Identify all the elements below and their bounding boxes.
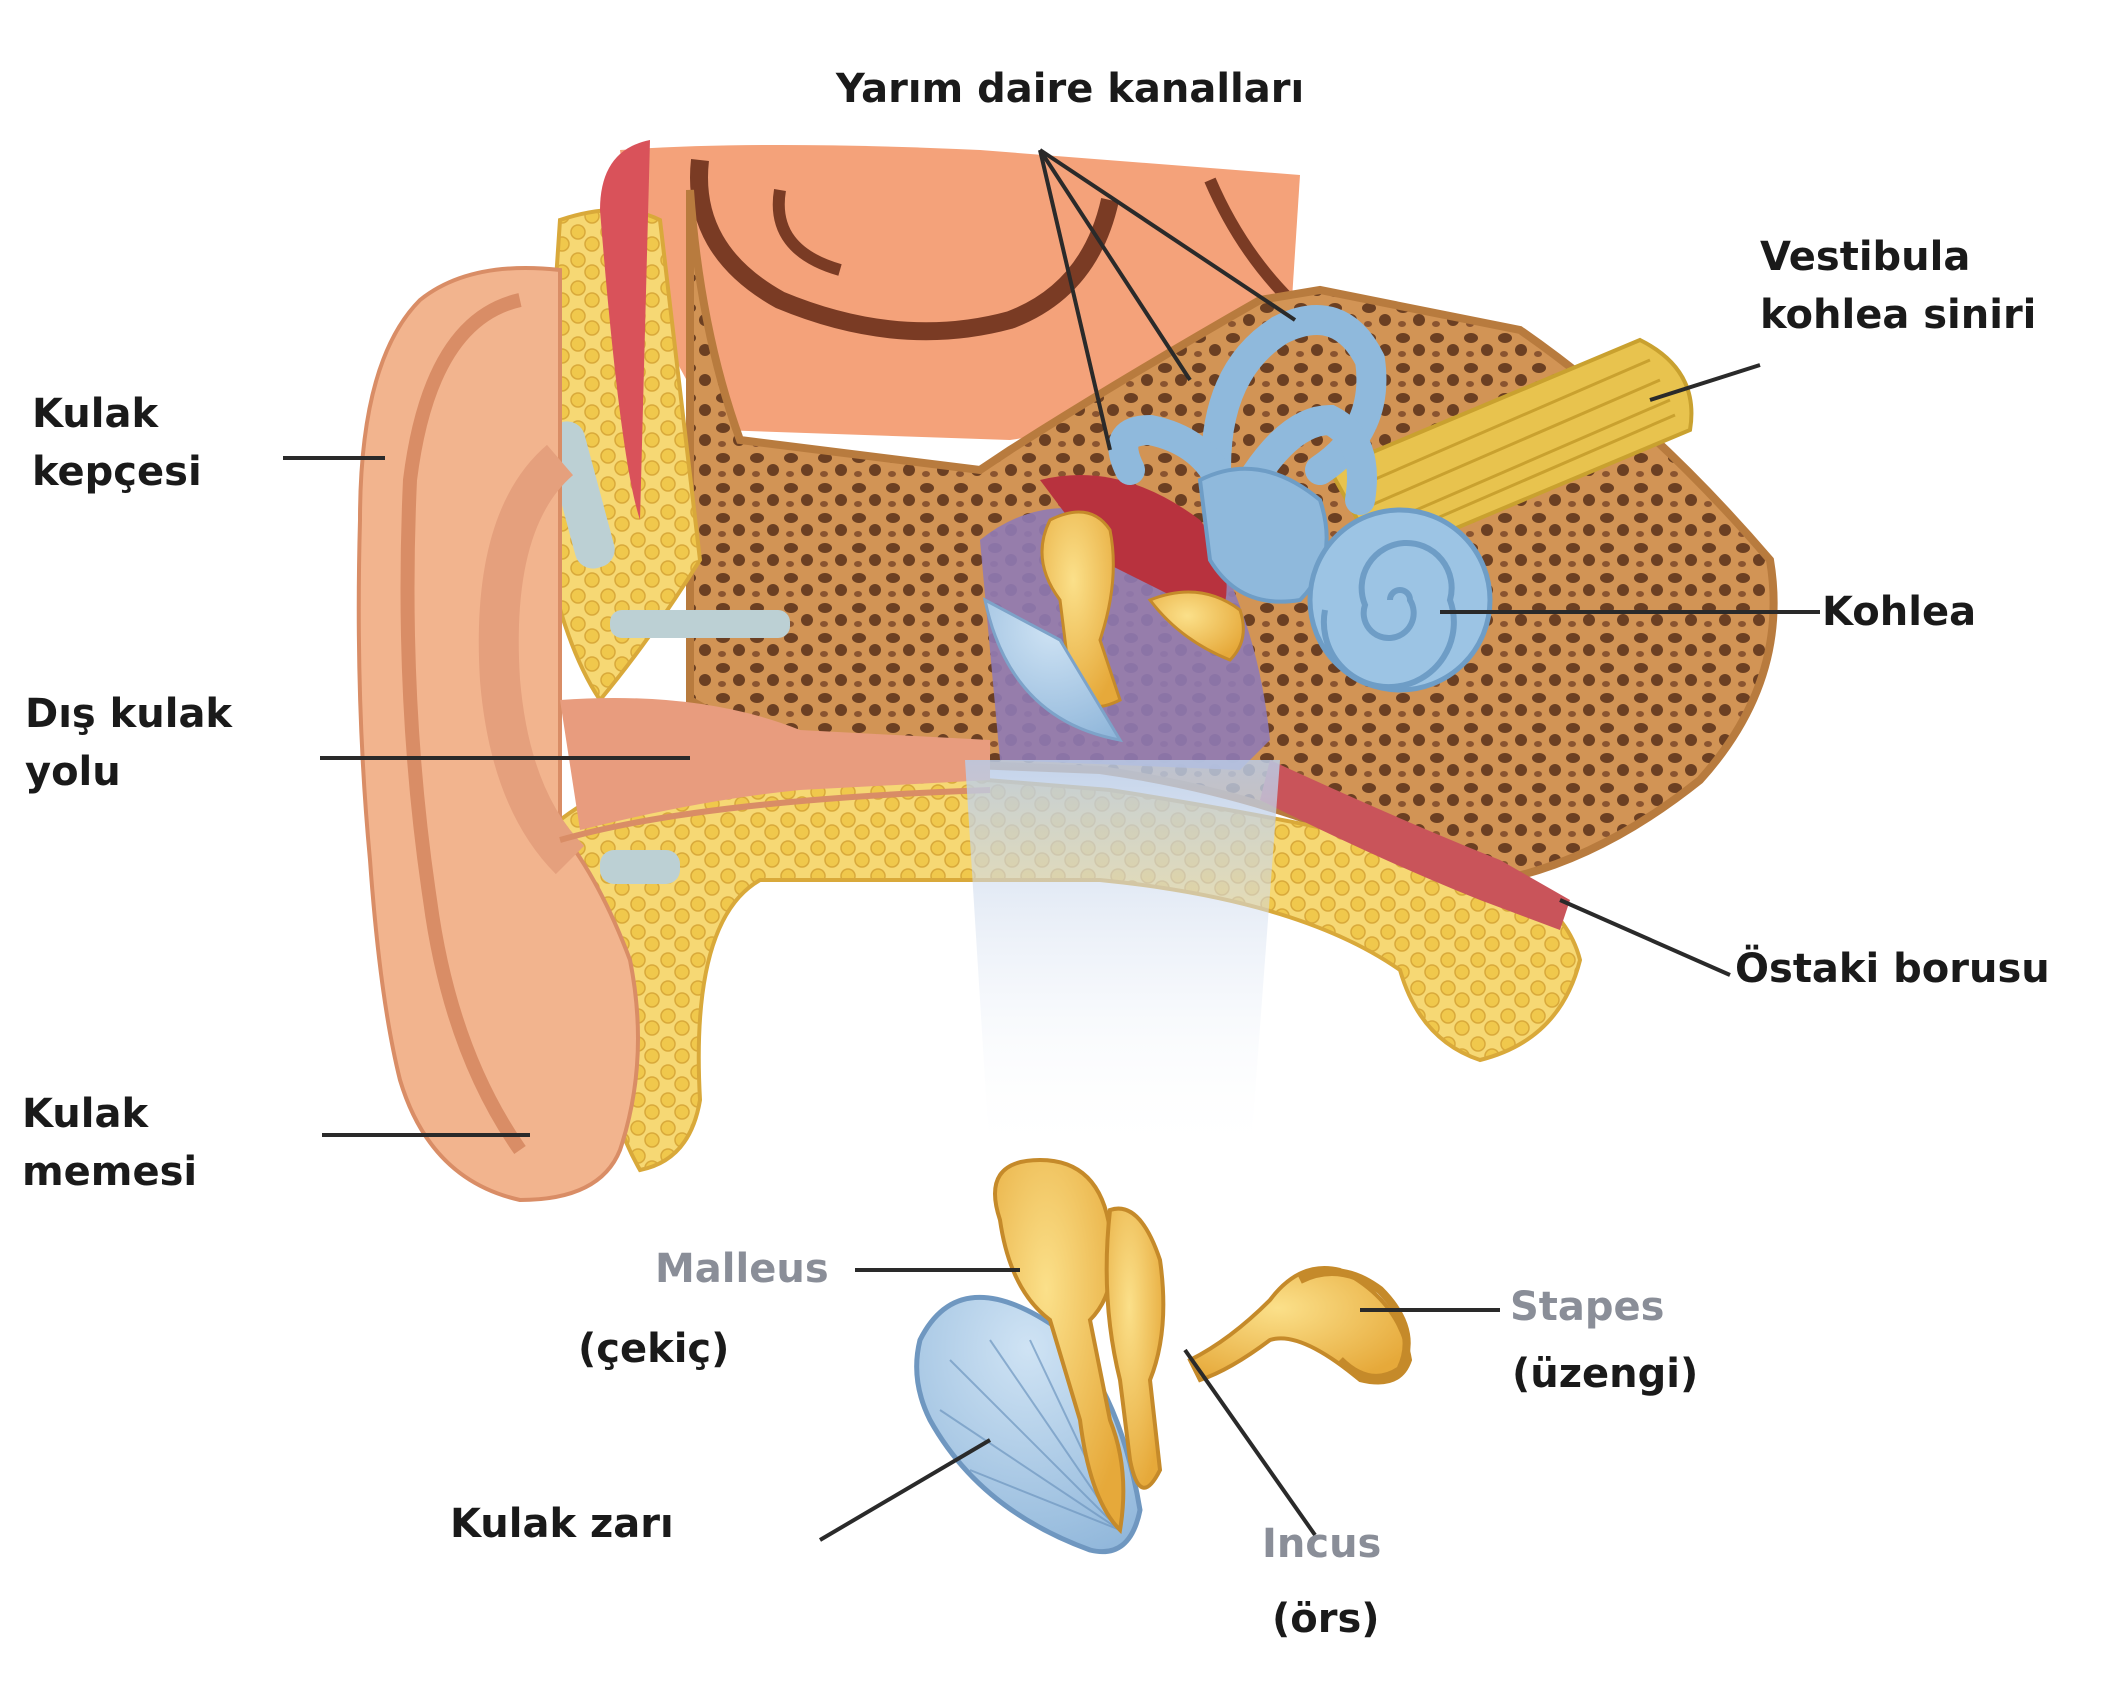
- leader-eustachian: [1560, 900, 1730, 975]
- label-semicircular-canals: Yarım daire kanalları: [790, 60, 1350, 118]
- label-cochlea: Kohlea: [1822, 583, 1976, 641]
- label-stapes: Stapes: [1510, 1278, 1665, 1336]
- label-earlobe-line2: memesi: [22, 1143, 197, 1201]
- label-eardrum: Kulak zarı: [450, 1495, 674, 1553]
- label-ear-canal: Dış kulak yolu: [25, 685, 232, 801]
- label-malleus-turkish: (çekiç): [578, 1320, 729, 1378]
- label-eustachian-tube: Östaki borusu: [1735, 940, 2050, 998]
- cartilage-2: [610, 610, 790, 638]
- label-auricle-line2: kepçesi: [32, 443, 202, 501]
- magnification-beam: [965, 760, 1280, 1160]
- label-incus-turkish: (örs): [1272, 1590, 1380, 1648]
- label-vestibulocochlear-line1: Vestibula: [1760, 228, 2036, 286]
- label-vestibulocochlear-line2: kohlea siniri: [1760, 286, 2036, 344]
- cartilage-3: [600, 850, 680, 884]
- label-auricle-line1: Kulak: [32, 385, 202, 443]
- leader-eardrum: [820, 1440, 990, 1540]
- label-earlobe-line1: Kulak: [22, 1085, 197, 1143]
- label-ear-canal-line2: yolu: [25, 743, 232, 801]
- label-auricle: Kulak kepçesi: [32, 385, 202, 501]
- label-malleus: Malleus: [655, 1240, 829, 1298]
- label-stapes-turkish: (üzengi): [1512, 1345, 1698, 1403]
- label-incus: Incus: [1262, 1515, 1381, 1573]
- label-ear-canal-line1: Dış kulak: [25, 685, 232, 743]
- label-vestibulocochlear-nerve: Vestibula kohlea siniri: [1760, 228, 2036, 344]
- label-earlobe: Kulak memesi: [22, 1085, 197, 1201]
- leader-incus: [1185, 1350, 1315, 1535]
